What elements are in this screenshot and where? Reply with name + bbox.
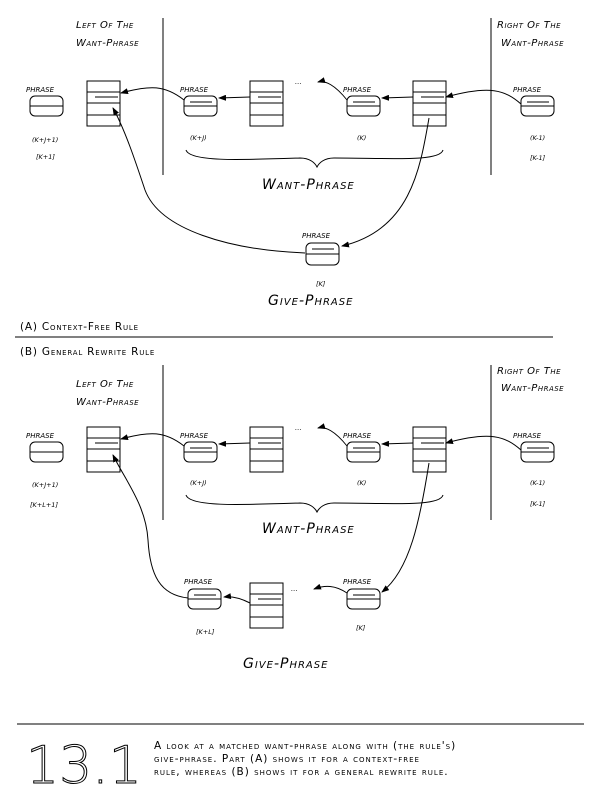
phrase-label: PHRASE [343,578,372,586]
phrase-label: PHRASE [184,578,213,586]
phrase-label: PHRASE [513,86,542,94]
phrase-node-right: PHRASE [513,432,555,463]
arrow-k-to-dots [317,77,348,101]
caption-line-2: give-phrase. Part (A) shows it for a con… [154,753,420,765]
phrase-node-right: PHRASE [513,86,555,117]
label-km1-bracket: [K-1] [530,154,546,162]
give-phrase-node: PHRASE [302,232,340,266]
label-km1-paren: (K-1) [530,134,545,142]
label-km1-bracket: [K-1] [530,500,546,508]
stack-right [412,426,447,473]
phrase-node-k: PHRASE [343,432,381,463]
arrow-kj-to-stack [120,433,185,447]
want-phrase-label: Want-Phrase [262,177,355,193]
label-give-k: [K] [356,624,366,632]
label-kl1: [K+L+1] [30,501,58,509]
arrow-stack-to-kj [218,440,251,447]
left-header-line1: Left Of The [76,379,134,390]
label-kj1: (K+J+1) [32,136,58,144]
stack-left [86,426,121,473]
phrase-label: PHRASE [343,86,372,94]
stack-mid [249,426,284,473]
arrow-stack-to-k [381,94,414,101]
figure-number: 13.1 [26,736,142,792]
stack-left [86,80,121,127]
want-phrase-brace [185,149,444,169]
left-header-line2: Want-Phrase [76,38,139,49]
arrow-stack-to-give [381,462,430,593]
ellipsis: ... [295,424,302,432]
caption-line-1: A look at a matched want-phrase along wi… [154,740,456,752]
caption-line-3: rule, whereas (B) shows it for a general… [154,766,449,778]
arrow-give-to-left [112,454,189,599]
give-phrase-label: Give-Phrase [268,293,353,309]
caption-a: (A) Context-Free Rule [20,321,139,333]
arrow-right-to-stack [445,89,522,105]
phrase-node-left: PHRASE [26,432,64,463]
give-stack [249,582,284,629]
stack-right [412,80,447,127]
label-k: (K) [357,479,366,487]
label-k1: [K+1] [36,153,55,161]
phrase-label: PHRASE [26,86,55,94]
phrase-node-k: PHRASE [343,86,381,117]
right-header-line2: Want-Phrase [501,38,564,49]
label-kj: (K+J) [190,134,207,142]
phrase-label: PHRASE [513,432,542,440]
section-a: Left Of The Want-Phrase Right Of The Wan… [15,18,564,338]
right-header-line1: Right Of The [497,20,561,31]
left-header-line1: Left Of The [76,20,134,31]
phrase-label: PHRASE [343,432,372,440]
right-header-line1: Right Of The [497,366,561,377]
arrow-give-to-left [112,107,306,254]
ellipsis: ... [295,78,302,86]
label-kj: (K+J) [190,479,207,487]
label-kj1: (K+J+1) [32,481,58,489]
label-give-kl: [K+L] [196,628,215,636]
give-phrase-node-kl: PHRASE [184,578,222,610]
label-km1-paren: (K-1) [530,479,545,487]
phrase-node-kj: PHRASE [180,86,218,117]
phrase-label: PHRASE [302,232,331,240]
arrow-stack-to-give [341,117,430,248]
stack-mid [249,80,284,127]
arrow-stack-to-kj [218,94,251,101]
phrase-node-left: PHRASE [26,86,64,117]
section-b: (B) General Rewrite Rule Left Of The Wan… [20,346,564,672]
give-phrase-label: Give-Phrase [243,656,328,672]
phrase-node-kj: PHRASE [180,432,218,463]
arrow-stack-to-k [381,440,414,447]
phrase-label: PHRASE [180,86,209,94]
caption-b: (B) General Rewrite Rule [20,346,155,358]
label-give-k: [K] [316,280,326,288]
phrase-label: PHRASE [180,432,209,440]
give-phrase-node-k: PHRASE [343,578,381,610]
arrow-givek-to-dots [313,583,348,594]
left-header-line2: Want-Phrase [76,397,139,408]
want-phrase-brace [185,494,444,514]
right-header-line2: Want-Phrase [501,383,564,394]
label-k: (K) [357,134,366,142]
ellipsis: ... [291,585,298,593]
arrow-givestack-to-kl [223,593,251,604]
arrow-kj-to-stack [120,87,185,101]
arrow-k-to-dots [317,423,348,447]
want-phrase-label: Want-Phrase [262,521,355,537]
phrase-label: PHRASE [26,432,55,440]
arrow-right-to-stack [445,435,522,451]
